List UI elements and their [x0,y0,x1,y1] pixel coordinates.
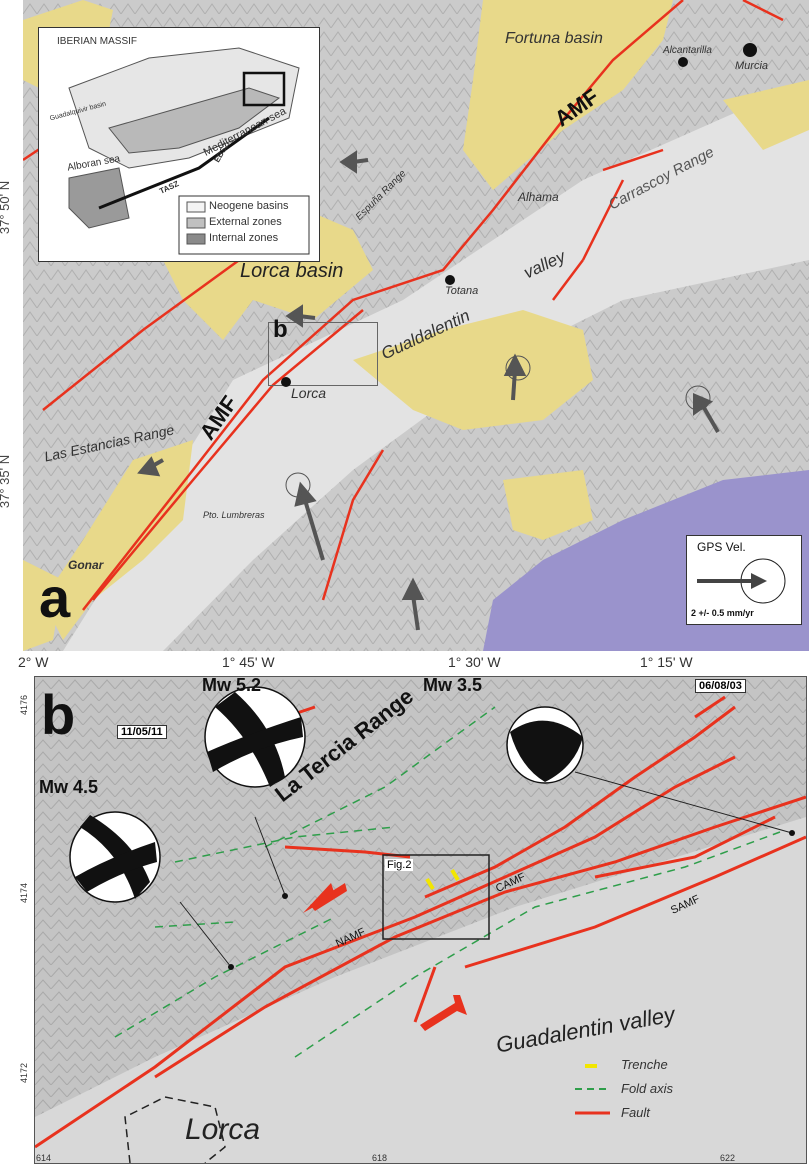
label-lorca-basin: Lorca basin [240,260,344,282]
gps-legend-scale: 2 +/- 0.5 mm/yr [691,608,754,618]
valley-b [35,817,806,1163]
label-totana: Totana [445,285,479,297]
lat-label-1: 37° 50' N [0,181,13,235]
event-mw52-date: 11/05/11 [117,725,167,739]
focal-leader-lines [179,771,793,968]
fold-axes [114,706,781,1058]
y-tick-4174: 4174 [19,882,30,904]
event-mw35-mag: Mw 3.5 [423,675,483,695]
gps-legend: GPS Vel. 2 +/- 0.5 mm/yr [686,535,802,625]
faults-panel-b [34,695,807,1149]
label-lorca-b: Lorca [185,1113,261,1146]
event-mw52-mag: Mw 5.2 [202,675,262,695]
gps-arrows [137,43,757,631]
x-tick-614: 614 [36,1153,52,1163]
gps-legend-symbol [697,558,786,604]
inset-legend-neogene: Neogene basins [209,200,289,212]
panel-b-locator-box [268,322,378,386]
panel-a-letter: a [39,566,71,629]
panel-b-legend-symbols [575,1064,610,1115]
trenches [425,868,460,891]
label-alcantarilla: Alcantarilla [663,45,712,56]
inset-map: IBERIAN MASSIF Guadalquivir basin Albora… [38,27,320,262]
legend-fold-axis: Fold axis [621,1081,674,1096]
panel-b-letter: b [41,683,76,746]
inset-legend-external: External zones [209,216,282,228]
label-pto-lumbreras: Pto. Lumbreras [203,510,265,520]
lon-label-1: 2° W [18,654,49,670]
beachball-mw35 [506,706,584,784]
label-murcia: Murcia [735,60,769,72]
label-gonar: Gonar [68,558,104,572]
y-tick-4176: 4176 [19,694,30,716]
lorca-boundary [124,1096,226,1164]
panel-b-svg [34,677,807,1164]
lon-label-4: 1° 15' W [640,654,693,670]
label-fortuna-basin: Fortuna basin [505,30,603,47]
inset-svg [68,47,310,255]
legend-fault: Fault [621,1105,650,1120]
y-tick-4172: 4172 [19,1062,30,1084]
label-lorca-a: Lorca [291,385,327,401]
panel-b-map: b Mw 5.2 11/05/11 Mw 3.5 06/08/03 Mw 4.5… [34,675,807,1164]
event-mw35-date: 06/08/03 [695,679,746,693]
fig2-box [382,854,490,940]
inset-legend-internal: Internal zones [209,232,279,244]
gps-legend-title: GPS Vel. [697,540,746,554]
legend-trenche: Trenche [621,1057,668,1072]
faults-panel-a [22,0,784,611]
x-tick-618: 618 [372,1153,388,1163]
panel-a-map: IBERIAN MASSIF Guadalquivir basin Albora… [22,0,809,651]
label-fig2: Fig.2 [385,859,414,871]
inset-locator-box [242,71,286,107]
inset-iberian-massif: IBERIAN MASSIF [57,36,138,47]
x-tick-622: 622 [720,1153,736,1163]
lon-label-3: 1° 30' W [448,654,501,670]
label-alhama: Alhama [518,190,559,204]
lat-label-2: 37° 35' N [0,455,13,509]
label-b-box: b [273,316,288,343]
lon-label-2: 1° 45' W [222,654,275,670]
beachball-mw52 [204,686,306,788]
sense-arrows [303,883,467,1031]
beachball-mw45 [69,811,161,903]
event-mw45-mag: Mw 4.5 [39,777,99,797]
